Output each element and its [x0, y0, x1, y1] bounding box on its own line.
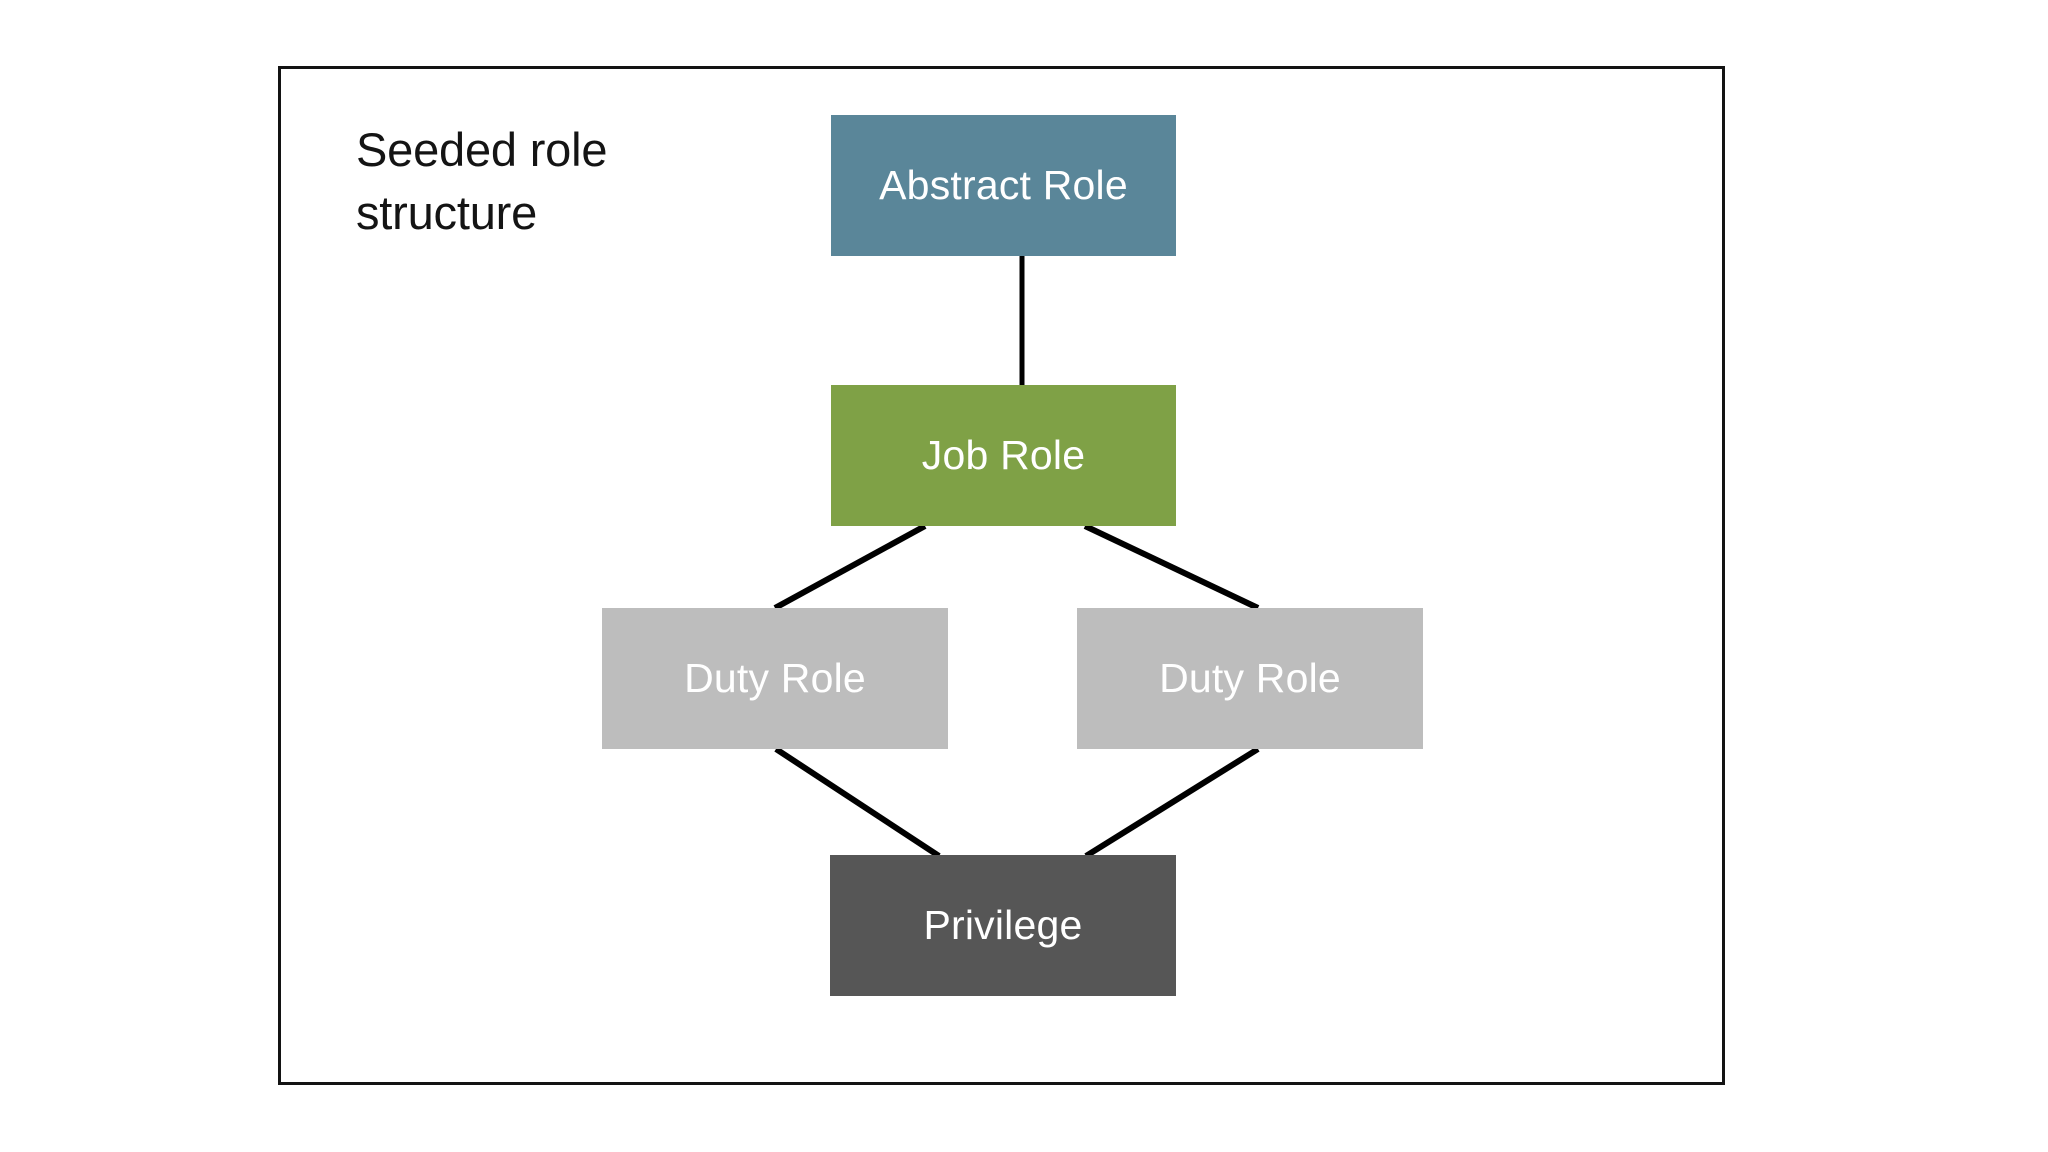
node-duty-role-right-label: Duty Role: [1159, 655, 1341, 701]
node-duty-role-left[interactable]: Duty Role: [602, 608, 948, 749]
node-privilege[interactable]: Privilege: [830, 855, 1176, 996]
node-privilege-label: Privilege: [923, 902, 1083, 948]
node-abstract-role[interactable]: Abstract Role: [831, 115, 1176, 256]
node-duty-role-left-label: Duty Role: [684, 655, 866, 701]
node-job-role[interactable]: Job Role: [831, 385, 1176, 526]
node-duty-role-right[interactable]: Duty Role: [1077, 608, 1423, 749]
diagram-title: Seeded role structure: [356, 123, 608, 240]
node-abstract-role-label: Abstract Role: [879, 162, 1128, 208]
node-job-role-label: Job Role: [921, 432, 1086, 478]
